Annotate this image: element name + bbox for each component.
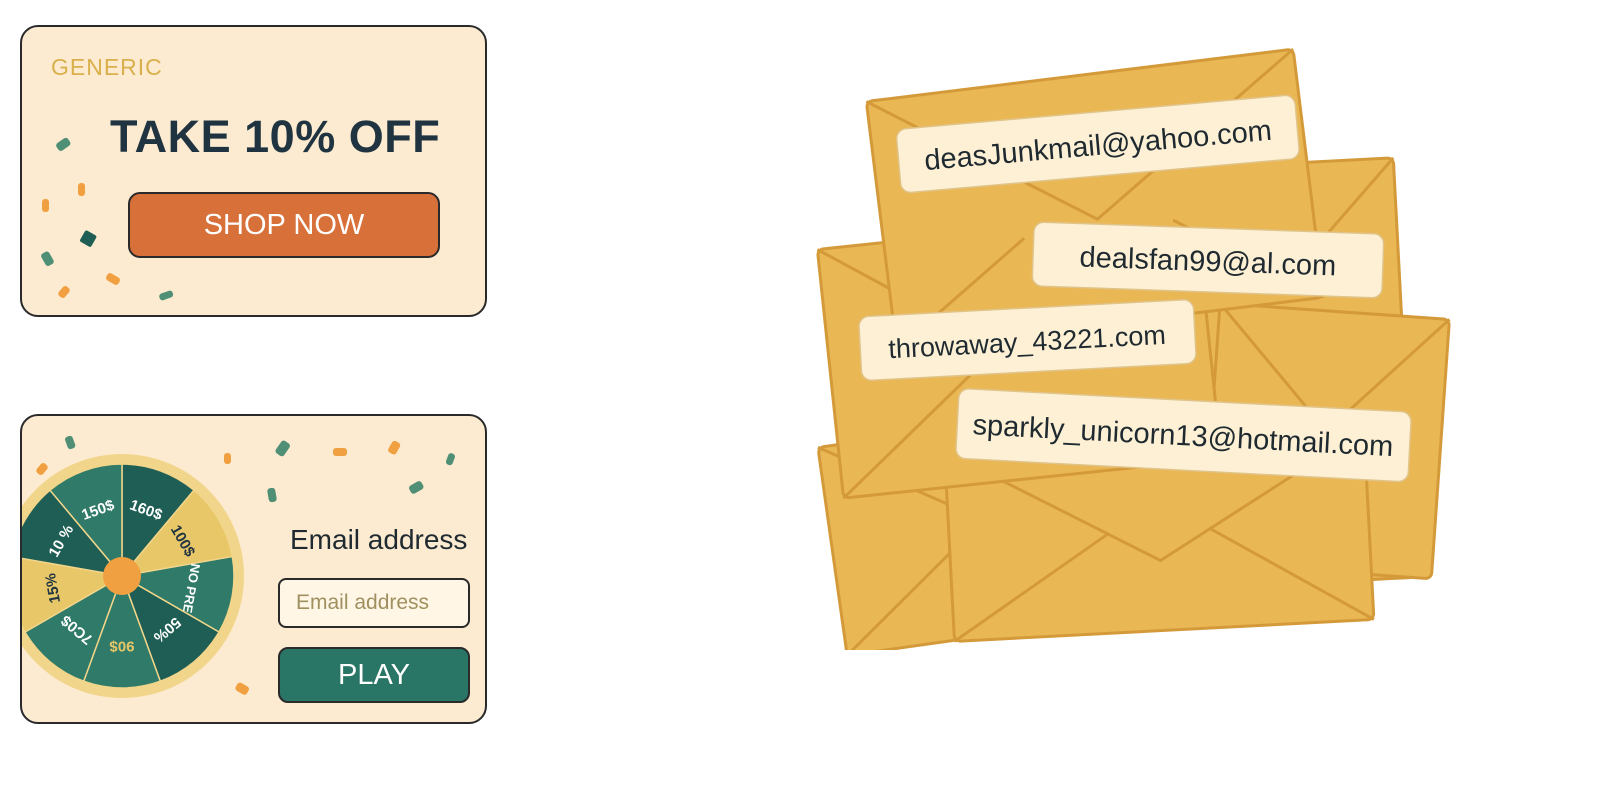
wheel-segment xyxy=(120,489,234,578)
wheel-segment xyxy=(82,573,162,689)
confetti-decoration xyxy=(41,137,174,301)
email-input[interactable] xyxy=(278,578,470,628)
wheel-segment xyxy=(119,555,235,634)
wheel-hub xyxy=(103,557,141,595)
wheel-segment xyxy=(120,574,221,683)
wheel-segment xyxy=(22,489,124,578)
envelopes-illustration: deasJunkmail@yahoo.com dealsfan99@al.com… xyxy=(816,47,1451,650)
wheel-segment xyxy=(22,557,125,634)
email-label-2: dealsfan99@al.com xyxy=(1031,221,1385,299)
play-button[interactable]: PLAY xyxy=(278,647,470,703)
promo-card: GENERIC TAKE 10% OFF SHOP NOW xyxy=(20,25,487,317)
wheel-segment-label: 90$ xyxy=(109,637,135,654)
wheel-segment xyxy=(23,574,124,683)
brand-name: GENERIC xyxy=(51,54,163,80)
email-label-3: throwaway_43221.com xyxy=(858,299,1197,381)
promo-headline: TAKE 10% OFF xyxy=(110,111,441,162)
shop-now-button[interactable]: SHOP NOW xyxy=(128,192,440,258)
wheel-segment xyxy=(121,463,196,579)
wheel-segment xyxy=(48,463,123,579)
email-label-4: sparkly_unicorn13@hotmail.com xyxy=(955,388,1412,483)
email-address-label: Email address xyxy=(290,524,468,555)
confetti-decoration xyxy=(36,435,455,695)
wheel-segment-label: 15% xyxy=(42,572,64,605)
